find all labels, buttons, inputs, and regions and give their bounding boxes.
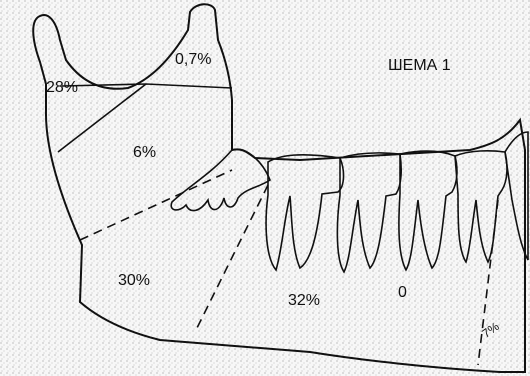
region-angle-percent: 30% bbox=[118, 273, 150, 289]
region-body-percent: 32% bbox=[288, 293, 320, 309]
region-condyle-percent: 28% bbox=[46, 80, 78, 96]
region-teeth-percent: 0 bbox=[398, 285, 407, 301]
region-ramus-percent: 6% bbox=[133, 145, 156, 161]
region-coronoid-percent: 0,7% bbox=[175, 52, 211, 68]
title-label: ШЕМА 1 bbox=[388, 58, 451, 74]
